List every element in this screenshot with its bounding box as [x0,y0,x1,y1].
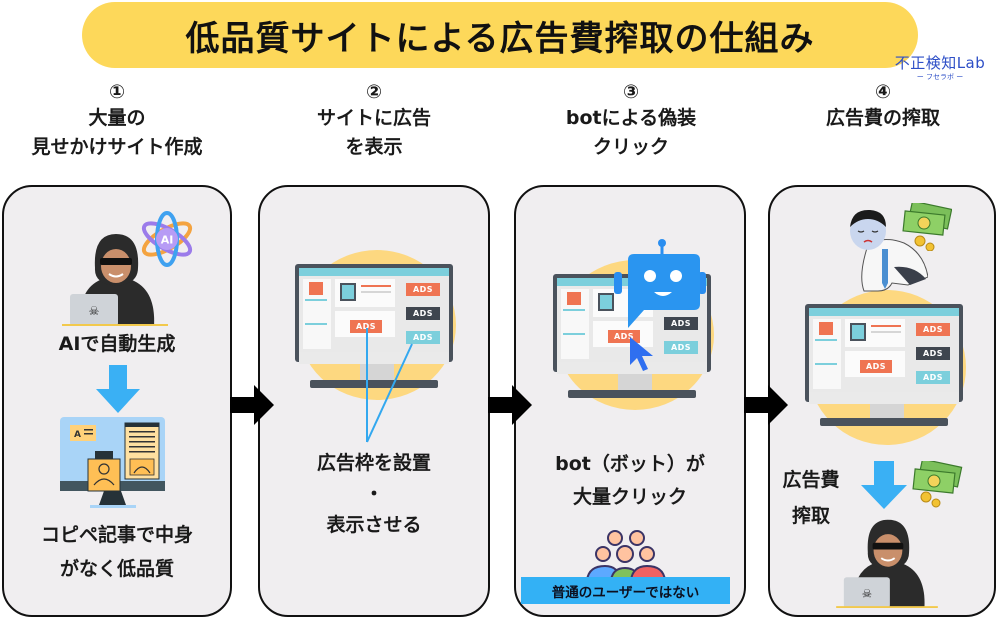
svg-text:AI: AI [161,234,174,247]
brand-logo: 不正検知Lab ー フセラボ ー [884,52,996,82]
monitor-screen: ADS ADS ADS ADS [809,308,959,392]
monitor-screen: ADS ADS ADS ADS [299,268,449,352]
ad-slot-dark: ADS [406,307,440,320]
content-card [335,279,395,307]
ad-slot-orange: ADS [916,323,950,336]
caption-line: 表示させる [326,514,422,536]
sidebar-col [813,319,841,389]
content-card [845,319,905,347]
monitor-neck [870,404,904,418]
caption-line: bot（ボット）が [555,453,705,475]
step-heading-line: 大量の [88,107,146,129]
caption-ad-fee-theft: 広告費 搾取 [778,462,844,534]
caption-low-quality: コピペ記事で中身 がなく低品質 [2,518,232,586]
monitor-neck [360,364,394,380]
caption-ad-placement: 広告枠を設置 ・ 表示させる [258,448,490,541]
step-3-heading: ③ botによる偽装 クリック [511,80,751,162]
not-normal-user-badge: 普通のユーザーではない [521,577,730,604]
down-arrow-icon [96,365,140,413]
step-number: ③ [622,81,640,103]
monitor-chin [299,352,449,364]
step-number: ④ [874,81,892,103]
step-heading-line: 見せかけサイト作成 [31,136,203,158]
flow-arrow-icon [744,385,788,425]
logo-sub: ー フセラボ ー [916,73,964,81]
sidebar-col [561,289,589,359]
money-icon [912,461,963,508]
monitor-frame: ADS ADS ADS ADS [805,304,963,402]
flow-arrow-icon [488,385,532,425]
despair-businessman-icon [850,209,928,292]
ad-monitor-icon: ADS ADS ADS ADS [290,250,460,410]
caption-line: ・ [364,483,384,505]
ad-monitor-icon: ADS ADS ADS ADS [800,290,970,450]
caption-line: 広告費 [782,469,840,491]
ad-slot-orange: ADS [860,360,892,373]
svg-text:☠: ☠ [862,586,872,600]
step-1-heading: ① 大量の 見せかけサイト作成 [0,80,237,162]
copy-article-monitor-icon: A [60,417,165,508]
monitor-base [820,418,948,426]
money-icon [902,203,952,251]
crowd-icon [585,530,667,580]
caption-line: 広告枠を設置 [316,452,431,474]
ad-slot-cyan: ADS [664,341,698,354]
caption-ai-generate: AIで自動生成 [58,333,176,355]
logo-main: 不正検知Lab [894,54,986,72]
ai-atom-icon: AI [141,211,193,267]
sidebar-col [303,279,331,349]
step-4-heading: ④ 広告費の搾取 [763,80,1000,133]
hacker-icon: ☠ [62,234,168,326]
hacker-icon: ☠ [836,519,938,608]
page-title: 低品質サイトによる広告費搾取の仕組み [185,18,815,59]
monitor-base [568,390,696,398]
step-heading-line: サイトに広告 [316,107,431,129]
ad-slot-orange: ADS [350,320,382,333]
step-2-heading: ② サイトに広告 を表示 [254,80,494,162]
ad-slot-cyan: ADS [406,331,440,344]
monitor-frame: ADS ADS ADS ADS [295,264,453,362]
monitor-chin [557,362,707,374]
monitor-base [310,380,438,388]
ad-slot-orange: ADS [406,283,440,296]
ad-slot-cyan: ADS [916,371,950,384]
flow-arrow-icon [230,385,274,425]
step-number: ① [108,81,126,103]
caption-line: コピペ記事で中身 [40,524,193,546]
monitor-neck [618,374,652,390]
pointer-lines [366,328,413,443]
svg-text:A: A [74,430,81,440]
down-arrow-icon [861,461,907,509]
ad-slot-dark: ADS [664,317,698,330]
ad-slot-dark: ADS [916,347,950,360]
step-heading-line: を表示 [345,136,403,158]
caption-line: 大量クリック [572,486,687,508]
step-heading-line: 広告費の搾取 [825,107,940,129]
step-number: ② [365,81,383,103]
caption-line: 搾取 [791,505,830,527]
caption-line: がなく低品質 [59,558,174,580]
title-banner: 低品質サイトによる広告費搾取の仕組み [82,2,918,68]
screen-topbar [809,308,959,316]
svg-text:☠: ☠ [89,304,100,318]
screen-topbar [299,268,449,276]
caption-bot-click: bot（ボット）が 大量クリック [514,448,746,514]
monitor-chin [809,392,959,404]
step-heading-line: クリック [592,136,669,158]
step-heading-line: botによる偽装 [565,107,697,129]
robot-chat-icon [614,239,706,328]
cursor-icon [630,337,653,371]
